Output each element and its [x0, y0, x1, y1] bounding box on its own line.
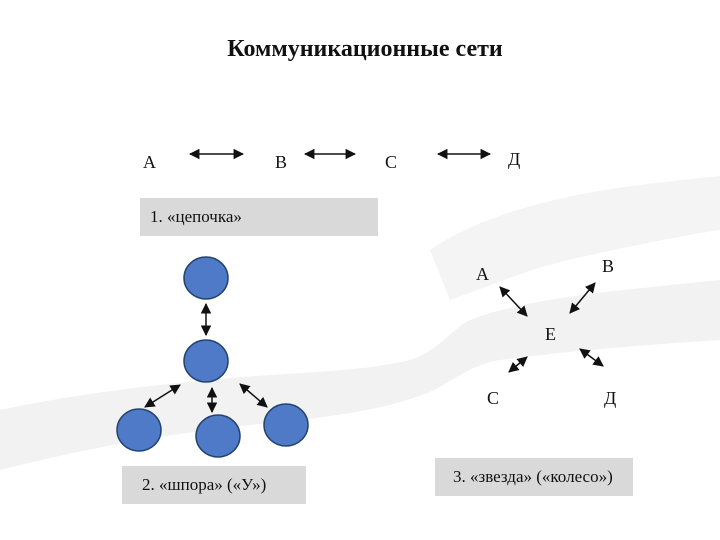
- star-caption: 3. «звезда» («колесо»): [435, 458, 633, 496]
- star-arrow-b-e: [570, 283, 595, 313]
- star-arrow-a-e: [500, 287, 527, 316]
- chain-node-d: Д: [508, 149, 520, 169]
- star-node-d: Д: [604, 388, 616, 408]
- star-node-e: Е: [545, 324, 556, 344]
- chain-node-c: С: [385, 152, 397, 172]
- spur-node-center: [196, 415, 240, 457]
- spur-arrow-middle-right: [240, 384, 267, 407]
- spur-caption: 2. «шпора» («У»): [122, 466, 306, 504]
- spur-node-top: [184, 257, 228, 299]
- star-arrow-c-e: [509, 357, 527, 372]
- chain-network: А В С Д: [143, 149, 520, 172]
- star-node-a: А: [476, 264, 489, 284]
- chain-node-a: А: [143, 152, 156, 172]
- star-network: А В Е С Д: [476, 256, 616, 408]
- spur-node-middle: [184, 340, 228, 382]
- star-node-c: С: [487, 388, 499, 408]
- star-arrow-d-e: [580, 349, 603, 366]
- chain-node-b: В: [275, 152, 287, 172]
- spur-network: [117, 257, 308, 457]
- star-node-b: В: [602, 256, 614, 276]
- spur-node-right: [264, 404, 308, 446]
- spur-arrow-middle-left: [145, 385, 180, 407]
- chain-caption: 1. «цепочка»: [140, 198, 378, 236]
- spur-node-left: [117, 409, 161, 451]
